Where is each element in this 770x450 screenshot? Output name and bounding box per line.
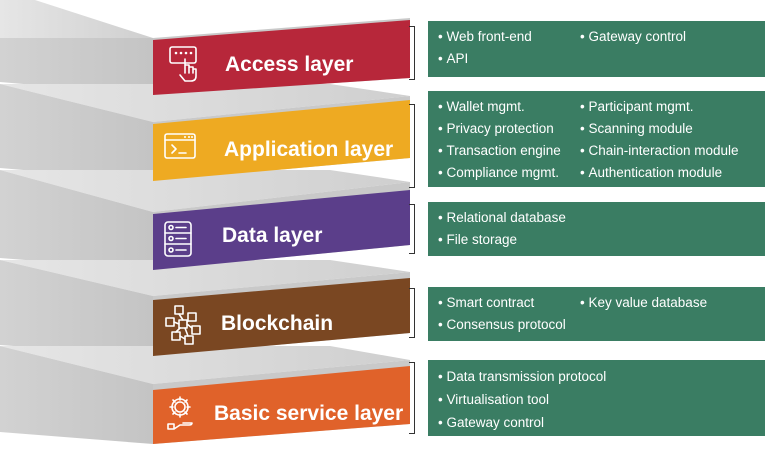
- touch-screen-icon: [169, 46, 197, 82]
- list-item: Gateway control: [438, 411, 759, 434]
- list-item: Smart contract: [438, 292, 580, 314]
- server-list-icon: [164, 221, 192, 257]
- bracket-blockchain: [409, 288, 415, 338]
- label-data: Data layer: [153, 190, 410, 270]
- list-item: Data transmission protocol: [438, 365, 759, 388]
- data-layer-title: Data layer: [222, 224, 322, 247]
- blockchain-title: Blockchain: [221, 312, 333, 335]
- access-layer-components: Web front-end Gateway control API: [428, 21, 765, 77]
- terminal-window-icon: [164, 133, 196, 159]
- list-item: Scanning module: [580, 118, 760, 140]
- list-item: Virtualisation tool: [438, 388, 759, 411]
- bracket-data: [409, 204, 415, 254]
- list-item: Web front-end: [438, 26, 580, 48]
- list-item: Key value database: [580, 292, 760, 314]
- label-access: Access layer: [153, 20, 410, 95]
- basic-service-layer-title: Basic service layer: [214, 402, 403, 425]
- list-item: Authentication module: [580, 162, 760, 184]
- label-basic-service: Basic service layer: [153, 366, 410, 444]
- bracket-application: [409, 104, 415, 188]
- label-application: Application layer: [153, 100, 410, 181]
- label-blockchain: Blockchain: [153, 278, 410, 356]
- list-item: Chain-interaction module: [580, 140, 760, 162]
- blockchain-components: Smart contract Key value database Consen…: [428, 287, 765, 341]
- list-item: Compliance mgmt.: [438, 162, 580, 184]
- list-item: Transaction engine: [438, 140, 580, 162]
- list-item: API: [438, 48, 580, 70]
- bracket-access: [409, 26, 415, 80]
- data-layer-components: Relational database File storage: [428, 202, 765, 256]
- application-layer-components: Wallet mgmt. Participant mgmt. Privacy p…: [428, 91, 765, 187]
- list-item: Relational database: [438, 207, 759, 229]
- list-item: Gateway control: [580, 26, 760, 48]
- list-item: File storage: [438, 229, 759, 251]
- list-item: Wallet mgmt.: [438, 96, 580, 118]
- basic-service-layer-components: Data transmission protocol Virtualisatio…: [428, 360, 765, 436]
- access-layer-title: Access layer: [225, 53, 353, 76]
- gear-hand-icon: [167, 396, 193, 430]
- block-network-icon: [165, 305, 201, 345]
- list-item: Consensus protocol: [438, 314, 580, 336]
- list-item: Privacy protection: [438, 118, 580, 140]
- application-layer-title: Application layer: [224, 138, 393, 161]
- bracket-basic-service: [409, 362, 415, 434]
- list-item: Participant mgmt.: [580, 96, 760, 118]
